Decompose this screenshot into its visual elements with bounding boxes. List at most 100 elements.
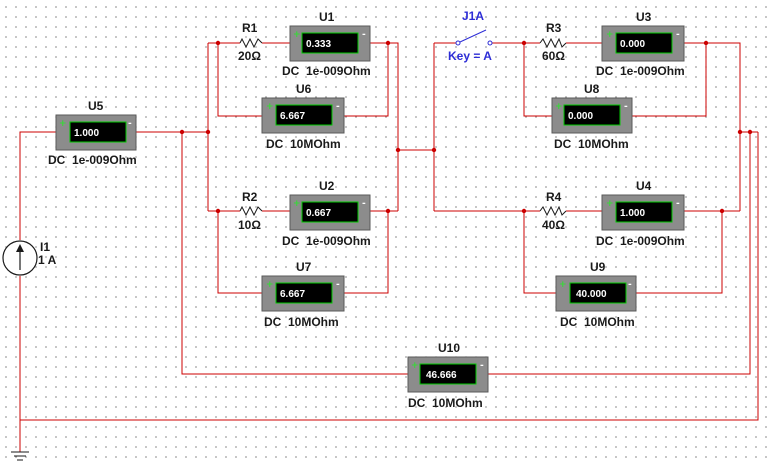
meter-resistance: 10MOhm	[290, 137, 341, 151]
meter-display	[301, 32, 359, 54]
meter-minus-icon: -	[624, 102, 628, 112]
meter-minus-icon: -	[480, 361, 484, 371]
meter-minus-icon: -	[336, 102, 340, 112]
meter-mode: DC	[554, 137, 572, 151]
meter-u1[interactable]: U1 0.333 + - DC 1e-009Ohm	[282, 10, 371, 78]
meter-plus-icon: +	[411, 361, 419, 371]
meter-u7[interactable]: U7 6.667 + - DC 10MOhm	[261, 260, 345, 329]
resistor-r4[interactable]: R4 40Ω	[539, 190, 567, 232]
meter-name: U9	[590, 260, 606, 274]
meter-resistance: 10MOhm	[584, 315, 635, 329]
meter-display	[275, 104, 333, 126]
meter-plus-icon: +	[293, 199, 301, 209]
meter-u5[interactable]: U5 1.000 + - DC 1e-009Ohm	[48, 99, 137, 167]
meter-display	[569, 282, 627, 304]
junction-dot	[385, 40, 391, 46]
meter-resistance: 1e-009Ohm	[620, 234, 685, 248]
junction-dot	[747, 129, 753, 135]
resistor-r4-name: R4	[546, 190, 562, 204]
resistor-zigzag	[539, 37, 567, 49]
meter-u2[interactable]: U2 0.667 + - DC 1e-009Ohm	[282, 179, 371, 248]
meter-value: 6.667	[280, 289, 305, 300]
meter-value: 1.000	[74, 128, 99, 139]
meter-u9[interactable]: U9 40.000 + - DC 10MOhm	[555, 260, 637, 329]
meter-plus-icon: +	[606, 30, 614, 40]
resistor-r1-value: 20Ω	[238, 49, 261, 63]
meter-name: U10	[438, 341, 460, 355]
junction-dot	[215, 40, 221, 46]
meter-value: 6.667	[280, 111, 305, 122]
switch-terminal	[487, 40, 493, 46]
switch-j1a[interactable]: J1A Key = A	[448, 9, 493, 63]
meter-value: 1.000	[620, 208, 645, 219]
meter-mode: DC	[282, 64, 300, 78]
meter-name: U4	[636, 179, 652, 193]
wire-source-bottom	[19, 132, 759, 421]
meter-u3[interactable]: U3 0.000 + - DC 1e-009Ohm	[596, 10, 685, 78]
meter-name: U1	[319, 10, 335, 24]
resistor-r1[interactable]: R1 20Ω	[238, 21, 263, 63]
wire-u10-right	[488, 132, 751, 375]
junction-dot	[719, 208, 725, 214]
meter-minus-icon: -	[628, 280, 632, 290]
meter-resistance: 1e-009Ohm	[72, 153, 137, 167]
meter-display	[563, 104, 621, 126]
meter-plus-icon: +	[266, 102, 274, 112]
meter-u10[interactable]: U10 46.666 + - DC 10MOhm	[407, 341, 489, 410]
junction-dot	[737, 129, 743, 135]
meter-display	[275, 282, 333, 304]
meter-value: 46.666	[426, 370, 457, 381]
meter-u4[interactable]: U4 1.000 + - DC 1e-009Ohm	[596, 179, 685, 248]
resistor-r2[interactable]: R2 10Ω	[238, 190, 263, 232]
meter-name: U8	[584, 82, 600, 96]
junction-dot	[521, 40, 527, 46]
meter-u6[interactable]: U6 6.667 + - DC 10MOhm	[261, 82, 345, 151]
meter-display	[419, 363, 477, 385]
wire-u1-out	[370, 42, 399, 211]
current-source-i1[interactable]: I1 1 A	[2, 240, 57, 276]
meter-mode: DC	[48, 153, 66, 167]
junction-dot	[215, 208, 221, 214]
resistor-r3[interactable]: R3 60Ω	[539, 21, 567, 63]
meter-value: 0.000	[568, 111, 593, 122]
junction-dot	[385, 208, 391, 214]
wire-u3-out	[684, 42, 741, 211]
wire-u10-left	[181, 132, 408, 375]
wires	[19, 42, 759, 452]
junction-dot	[395, 147, 401, 153]
meter-u8[interactable]: U8 0.000 + - DC 10MOhm	[551, 82, 633, 151]
meter-plus-icon: +	[293, 30, 301, 40]
current-arrow-head-icon	[16, 244, 24, 252]
source-name: I1	[40, 240, 50, 254]
meter-value: 40.000	[576, 289, 607, 300]
meter-display	[69, 121, 127, 143]
junction-dot	[205, 129, 211, 135]
meter-mode: DC	[560, 315, 578, 329]
switch-key: Key = A	[448, 49, 492, 63]
meter-mode: DC	[282, 234, 300, 248]
wire-u8-loop	[523, 43, 707, 117]
resistor-r2-value: 10Ω	[238, 218, 261, 232]
meter-minus-icon: -	[336, 280, 340, 290]
meter-minus-icon: -	[362, 30, 366, 40]
meter-resistance: 10MOhm	[432, 396, 483, 410]
junction-dot	[703, 40, 709, 46]
meter-minus-icon: -	[128, 119, 132, 129]
meter-name: U6	[296, 82, 312, 96]
meter-value: 0.333	[306, 39, 331, 50]
meter-mode: DC	[264, 315, 282, 329]
meter-value: 0.667	[306, 208, 331, 219]
junctions	[179, 40, 753, 214]
resistor-r4-value: 40Ω	[542, 218, 565, 232]
meter-name: U3	[636, 10, 652, 24]
wire-u7-loop	[217, 211, 389, 294]
meter-resistance: 10MOhm	[578, 137, 629, 151]
source-value: 1 A	[38, 253, 57, 267]
resistor-zigzag	[239, 205, 263, 217]
meter-value: 0.000	[620, 39, 645, 50]
meter-display	[615, 32, 673, 54]
resistor-zigzag	[539, 205, 567, 217]
meter-mode: DC	[408, 396, 426, 410]
meter-plus-icon: +	[559, 280, 567, 290]
